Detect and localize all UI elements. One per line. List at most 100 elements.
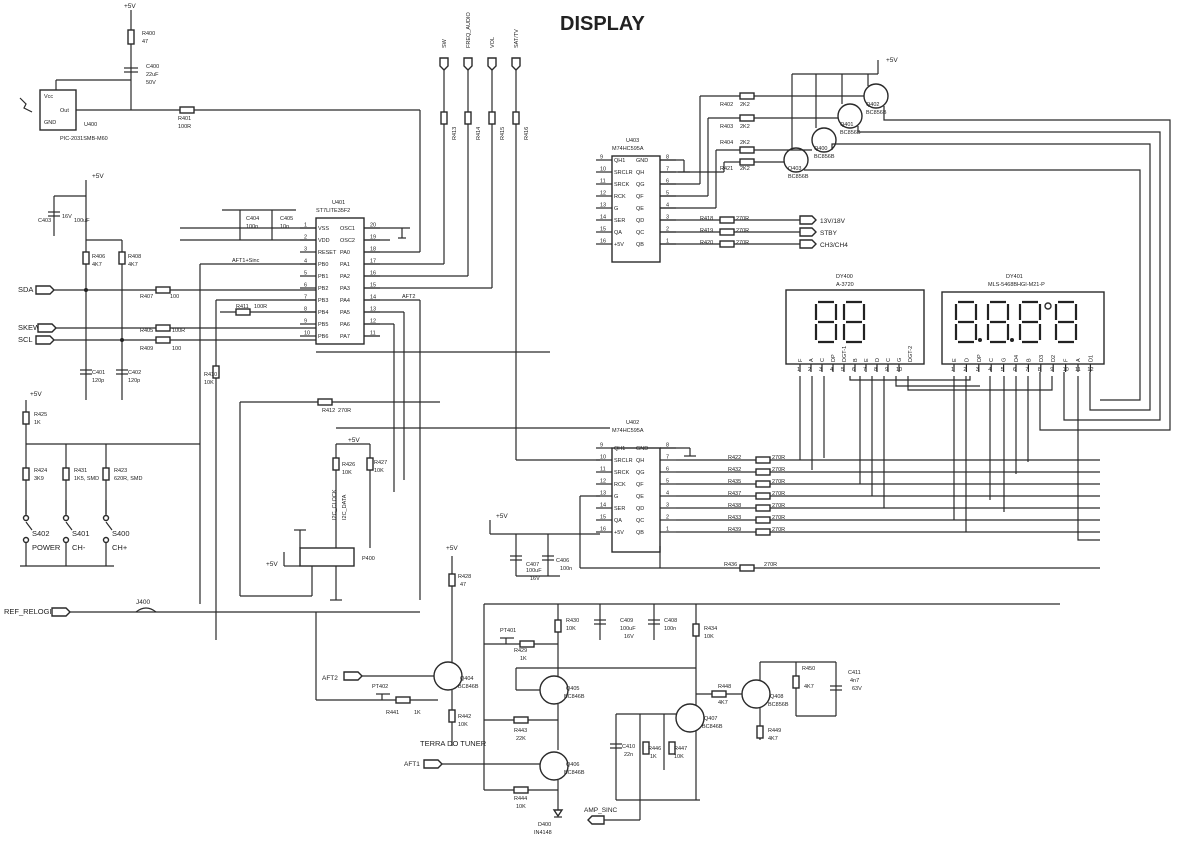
svg-text:2K2: 2K2 bbox=[740, 102, 750, 108]
svg-text:PT401: PT401 bbox=[500, 628, 516, 634]
dy400-pin-label: E bbox=[864, 358, 870, 362]
svg-text:AFT2: AFT2 bbox=[322, 675, 338, 682]
r400 bbox=[127, 29, 135, 45]
dy401-pin-num: 1 bbox=[951, 367, 954, 373]
svg-text:R425: R425 bbox=[34, 412, 47, 418]
dy400-pin-label: DGT-2 bbox=[908, 346, 914, 362]
mcu-pin-name: PA5 bbox=[340, 310, 350, 316]
u402-pin-name: QC bbox=[636, 518, 644, 524]
resistor-ref: R437 bbox=[728, 491, 741, 497]
svg-text:+5V: +5V bbox=[348, 437, 360, 444]
u402-pin-name: G bbox=[614, 494, 618, 500]
svg-text:Q401: Q401 bbox=[840, 122, 853, 128]
svg-text:R413: R413 bbox=[452, 127, 458, 140]
u403-pin-name: QH1 bbox=[614, 158, 625, 164]
top-signals: SW FREQ_AUDIO VOL SAT/TV R413 R414 R415 … bbox=[439, 12, 530, 460]
resistor-value: 270R bbox=[772, 479, 785, 485]
mcu-pin-name: PB2 bbox=[318, 286, 328, 292]
mcu-pin-num: 1 bbox=[304, 223, 307, 229]
r410 bbox=[212, 365, 220, 379]
dy400-pin-label: C bbox=[886, 358, 892, 362]
mcu-pin-name: PB6 bbox=[318, 334, 328, 340]
mcu-pin-num: 7 bbox=[304, 295, 307, 301]
dy400-pin-num: 6 bbox=[852, 367, 855, 373]
u403-pin-name: G bbox=[614, 206, 618, 212]
dy401-pin-num: 11 bbox=[1075, 367, 1081, 373]
svg-text:SW: SW bbox=[442, 38, 448, 48]
svg-text:R448: R448 bbox=[718, 684, 731, 690]
svg-text:FREQ_AUDIO: FREQ_AUDIO bbox=[466, 12, 472, 48]
svg-text:4K7: 4K7 bbox=[128, 262, 138, 268]
mcu-pin-name: VSS bbox=[318, 226, 329, 232]
display-wiring bbox=[799, 376, 1100, 541]
mcu-pin-num: 20 bbox=[370, 223, 376, 229]
svg-text:R447: R447 bbox=[674, 746, 687, 752]
switch-ref: S402 bbox=[32, 529, 50, 538]
svg-text:1K: 1K bbox=[34, 420, 41, 426]
svg-text:AFT1+Sinc: AFT1+Sinc bbox=[232, 258, 260, 264]
dy401-pin-num: 7 bbox=[1025, 367, 1028, 373]
resistor-value: 270R bbox=[772, 467, 785, 473]
dy400-pin-label: DP bbox=[831, 354, 837, 362]
switch-label: CH+ bbox=[112, 543, 128, 552]
svg-text:10K: 10K bbox=[704, 634, 714, 640]
svg-text:M74HC595A: M74HC595A bbox=[612, 146, 644, 152]
svg-text:Q404: Q404 bbox=[460, 676, 473, 682]
dy401-pin-num: 12 bbox=[1087, 367, 1093, 373]
sensor-block: +5V R400 47 C400 22uF 50V Vcc Out GND U4… bbox=[19, 3, 421, 252]
r401 bbox=[179, 106, 195, 114]
digit-drivers: +5V Q402 BC856B Q401 BC856B Q400 BC856B … bbox=[720, 57, 1171, 431]
dy401-pin-label: E bbox=[952, 358, 958, 362]
svg-text:63V: 63V bbox=[852, 686, 862, 692]
u402-pin-num: 3 bbox=[666, 503, 669, 509]
svg-text:C409: C409 bbox=[620, 618, 633, 624]
svg-text:100: 100 bbox=[172, 346, 181, 352]
svg-text:C406: C406 bbox=[556, 558, 569, 564]
u402-pin-num: 15 bbox=[600, 515, 606, 521]
switch-ref: S401 bbox=[72, 529, 90, 538]
supply-label: +5V bbox=[124, 3, 136, 10]
mcu-pin-num: 17 bbox=[370, 259, 376, 265]
svg-text:R429: R429 bbox=[514, 648, 527, 654]
dy400-pin-num: 10 bbox=[896, 367, 902, 373]
svg-text:22n: 22n bbox=[624, 752, 633, 758]
u402-pin-num: 7 bbox=[666, 455, 669, 461]
svg-text:J400: J400 bbox=[136, 599, 150, 606]
mcu-pin-name: PB0 bbox=[318, 262, 328, 268]
u403-pin-num: 11 bbox=[600, 179, 606, 185]
dy401-pin-label: D2 bbox=[1051, 355, 1057, 362]
mcu-pin-num: 19 bbox=[370, 235, 376, 241]
u403-pin-num: 14 bbox=[600, 215, 606, 221]
u402-pin-num: 2 bbox=[666, 515, 669, 521]
svg-text:R442: R442 bbox=[458, 714, 471, 720]
dy401-pin-num: 9 bbox=[1050, 367, 1053, 373]
u402-pin-num: 16 bbox=[600, 527, 606, 533]
svg-text:270R: 270R bbox=[764, 562, 777, 568]
dy400-pin-label: DGT-1 bbox=[842, 346, 848, 362]
svg-text:C411: C411 bbox=[848, 670, 861, 676]
svg-text:1K5, SMD: 1K5, SMD bbox=[74, 476, 99, 482]
svg-text:BC846B: BC846B bbox=[702, 724, 723, 730]
u403-pin-name: SRCLR bbox=[614, 170, 633, 176]
svg-text:U400: U400 bbox=[84, 122, 97, 128]
svg-text:BC856B: BC856B bbox=[768, 702, 789, 708]
u402-pin-name: QD bbox=[636, 506, 644, 512]
svg-text:1K: 1K bbox=[650, 754, 657, 760]
svg-text:4K7: 4K7 bbox=[718, 700, 728, 706]
u402-pin-name: SRCK bbox=[614, 470, 630, 476]
dy401-pin-label: D3 bbox=[1039, 355, 1045, 362]
svg-text:16V: 16V bbox=[62, 214, 72, 220]
svg-text:10K: 10K bbox=[566, 626, 576, 632]
dy400-pin-num: 5 bbox=[841, 367, 844, 373]
keypad: +5V R425 1K R424 3K9 R431 1K5, SMD R423 … bbox=[20, 391, 200, 567]
svg-text:DY401: DY401 bbox=[1006, 274, 1023, 280]
svg-text:Q400: Q400 bbox=[814, 146, 827, 152]
svg-text:R418: R418 bbox=[700, 216, 713, 222]
shift-register-u403: U403 M74HC595A 9QH110SRCLR11SRCK12RCK13G… bbox=[596, 95, 848, 263]
svg-text:R404: R404 bbox=[720, 140, 733, 146]
svg-text:3K9: 3K9 bbox=[34, 476, 44, 482]
mcu-pin-num: 14 bbox=[370, 295, 376, 301]
mcu-pin-num: 16 bbox=[370, 271, 376, 277]
svg-text:100n: 100n bbox=[664, 626, 676, 632]
